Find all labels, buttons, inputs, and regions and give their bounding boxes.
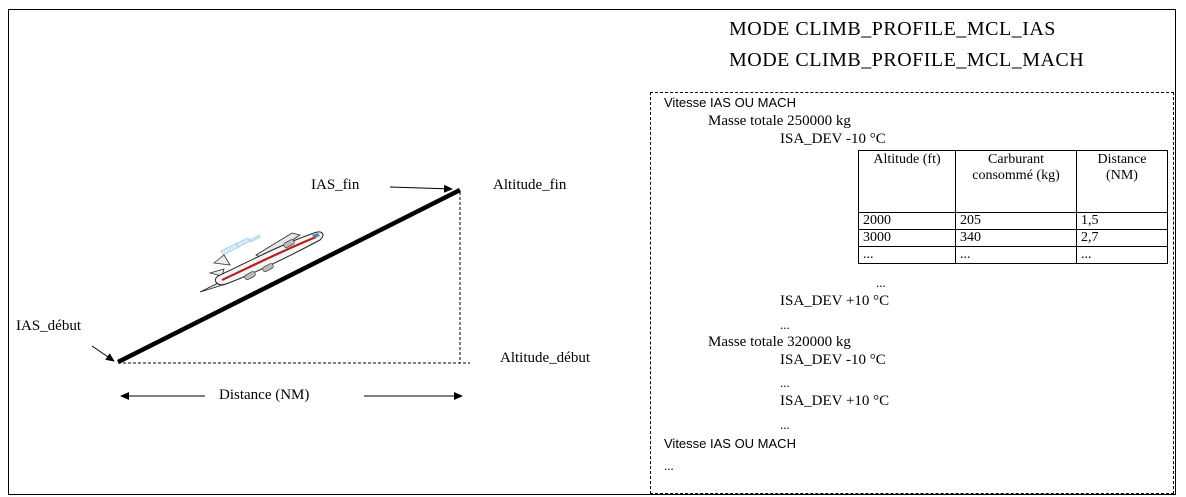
ias-start-label: IAS_début <box>16 318 81 334</box>
table-row: 2000 205 1,5 <box>858 212 1168 230</box>
table-cell: 340 <box>955 229 1077 247</box>
table-header-row: Altitude (ft) Carburant consommé (kg) Di… <box>858 150 1168 213</box>
airplane-icon <box>199 231 324 293</box>
table-cell: 205 <box>955 212 1077 230</box>
ias-start-arrow <box>91 345 115 362</box>
header-fuel-consumed: Carburant consommé (kg) <box>955 150 1077 213</box>
ellipsis-after-isa-minus10: ... <box>780 375 790 390</box>
altitude-start-label: Altitude_début <box>500 350 590 366</box>
total-mass-250000-label: Masse totale 250000 kg <box>708 113 851 129</box>
altitude-end-label: Altitude_fin <box>493 177 567 193</box>
table-row: 3000 340 2,7 <box>858 229 1168 247</box>
mode-title-mach: MODE CLIMB_PROFILE_MCL_MACH <box>729 49 1085 71</box>
isa-dev-plus10-label-2: ISA_DEV +10 °C <box>780 393 890 409</box>
ellipsis-after-table: ... <box>876 275 886 290</box>
ellipsis-after-isa-plus10-2: ... <box>780 417 790 432</box>
table-cell: 3000 <box>858 229 956 247</box>
total-mass-320000-label: Masse totale 320000 kg <box>708 334 851 350</box>
ellipsis-after-isa-plus10: ... <box>780 317 790 332</box>
speed-mode-label-1: Vitesse IAS OU MACH <box>664 95 796 110</box>
table-cell: ... <box>858 246 956 264</box>
table-row: ... ... ... <box>858 246 1168 264</box>
table-cell: 2000 <box>858 212 956 230</box>
mode-title-ias: MODE CLIMB_PROFILE_MCL_IAS <box>729 18 1056 40</box>
table-cell: 2,7 <box>1076 229 1168 247</box>
ias-end-arrow <box>389 184 453 193</box>
speed-mode-label-2: Vitesse IAS OU MACH <box>664 436 796 451</box>
isa-dev-plus10-label-1: ISA_DEV +10 °C <box>780 293 890 309</box>
table-cell: ... <box>955 246 1077 264</box>
distance-label: Distance (NM) <box>219 387 310 403</box>
ellipsis-final: ... <box>664 458 674 473</box>
isa-dev-minus10-label-1: ISA_DEV -10 °C <box>780 131 886 147</box>
table-cell: 1,5 <box>1076 212 1168 230</box>
ias-end-label: IAS_fin <box>311 177 360 193</box>
fuel-distance-table: Altitude (ft) Carburant consommé (kg) Di… <box>858 150 1168 264</box>
diagram-frame <box>8 9 1176 495</box>
table-cell: ... <box>1076 246 1168 264</box>
climb-path-line <box>116 187 462 365</box>
header-altitude: Altitude (ft) <box>858 150 956 213</box>
header-distance: Distance (NM) <box>1076 150 1168 213</box>
data-structure-box <box>650 92 1174 494</box>
isa-dev-minus10-label-2: ISA_DEV -10 °C <box>780 352 886 368</box>
